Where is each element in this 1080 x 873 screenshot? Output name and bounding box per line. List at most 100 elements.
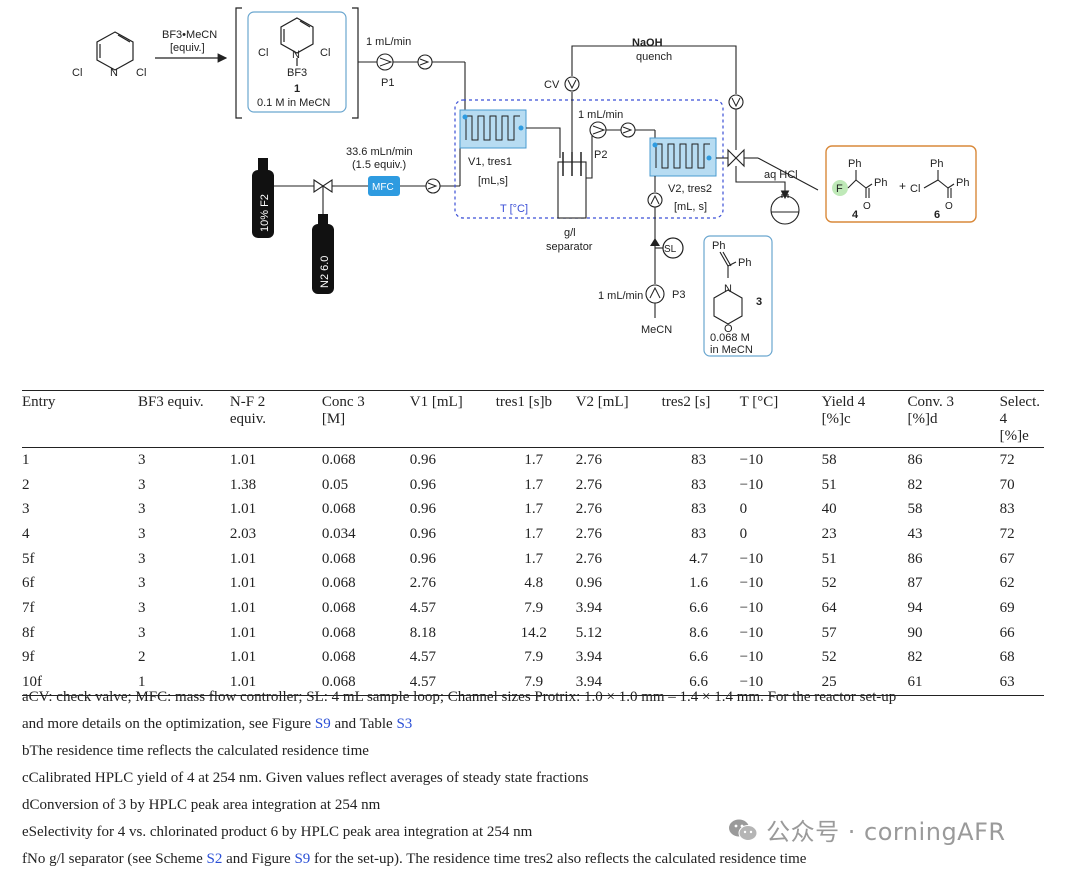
table-cell: 1.01 xyxy=(229,501,257,518)
reagent-equiv: [equiv.] xyxy=(170,42,205,54)
n2-cylinder xyxy=(312,224,334,294)
table-cell: 1.7 xyxy=(524,476,544,493)
aq-hcl-label: aq HCl xyxy=(764,169,798,181)
compound3-o: O xyxy=(724,323,733,335)
product6-ph-right: Ph xyxy=(956,177,969,189)
table-cell: 2.76 xyxy=(409,575,437,592)
table-cell: 58 xyxy=(821,451,837,468)
check-valve-2-icon xyxy=(620,122,636,138)
compound1-structure xyxy=(280,17,314,66)
pump-p3-label: P3 xyxy=(672,289,685,301)
product4-ph-right: Ph xyxy=(874,177,887,189)
table-cell: 5.12 xyxy=(575,624,602,641)
figure-s9-link-2[interactable]: S9 xyxy=(294,851,311,867)
table-cell: 58 xyxy=(907,501,923,518)
table-cell: 40 xyxy=(821,501,837,518)
pyridine-cl-left: Cl xyxy=(72,67,82,79)
gas-valve-icon xyxy=(313,178,333,194)
col-v2: V2 [mL] xyxy=(575,394,629,410)
pyridine-cl-right: Cl xyxy=(136,67,146,79)
flow-rate-mid: 1 mL/min xyxy=(578,109,623,121)
table-cell: 72 xyxy=(999,525,1015,542)
col-select: Select. 4[%]e xyxy=(999,394,1040,444)
table-cell: 6f xyxy=(22,575,35,592)
table-cell: 2.76 xyxy=(575,525,602,542)
table-cell: 3 xyxy=(137,550,146,567)
table-cell: 5f xyxy=(22,550,35,567)
table-s3-link[interactable]: S3 xyxy=(396,716,413,732)
mfc-box xyxy=(368,176,400,196)
mecn-label: MeCN xyxy=(641,324,672,336)
footnote-e: eSelectivity for 4 vs. chlorinated produ… xyxy=(22,824,533,840)
table-cell: 68 xyxy=(999,649,1015,666)
table-cell: −10 xyxy=(739,649,764,666)
compound1-conc: 0.1 M in MeCN xyxy=(257,97,330,109)
table-cell: 3 xyxy=(137,501,146,518)
table-cell: 7.9 xyxy=(524,674,544,691)
table-cell: 94 xyxy=(907,599,923,616)
footnote-a: aCV: check valve; MFC: mass flow control… xyxy=(22,689,897,705)
compound3-box xyxy=(703,235,773,357)
table-cell: 2.76 xyxy=(575,501,602,518)
temperature-label: T [°C] xyxy=(500,203,528,215)
table-cell: 1.7 xyxy=(524,525,544,542)
table-cell: 0 xyxy=(739,525,748,542)
table-cell: 14.2 xyxy=(520,624,547,641)
table-cell: 62 xyxy=(999,575,1015,592)
flow-rate-bottom: 1 mL/min xyxy=(598,290,643,302)
table-cell: 1.6 xyxy=(689,575,708,592)
table-cell: 0.96 xyxy=(409,550,437,567)
f2-cylinder xyxy=(252,170,274,238)
table-cell: 82 xyxy=(907,476,923,493)
table-cell: 52 xyxy=(821,575,837,592)
pump-p1-label: P1 xyxy=(381,77,394,89)
watermark-text: 公众号 · corningAFR xyxy=(766,818,1006,846)
footnotes: aCV: check valve; MFC: mass flow control… xyxy=(22,684,1052,873)
table-cell: 6.6 xyxy=(689,599,708,616)
product4-f: F xyxy=(836,183,843,195)
col-tres2: tres2 [s] xyxy=(661,394,711,410)
table-cell: 3 xyxy=(137,451,146,468)
table-cell: 70 xyxy=(999,476,1015,493)
table-cell: 1 xyxy=(137,674,146,691)
table-cell: 1.01 xyxy=(229,649,257,666)
table-cell: 52 xyxy=(821,649,837,666)
col-conv: Conv. 3[%]d xyxy=(907,394,955,427)
pump-p2-label: P2 xyxy=(594,149,607,161)
table-cell: 0 xyxy=(739,501,748,518)
table-cell: 3.94 xyxy=(575,599,602,616)
table-cell: 1.7 xyxy=(524,501,544,518)
quench-label-2: quench xyxy=(636,51,672,63)
table-cell: 0.068 xyxy=(321,624,356,641)
figure-s9-link[interactable]: S9 xyxy=(314,716,331,732)
table-cell: 23 xyxy=(821,525,837,542)
watermark: 公众号 · corningAFR xyxy=(728,812,1006,849)
table-cell: 83 xyxy=(691,525,707,542)
table-cell: 83 xyxy=(999,501,1015,518)
table-cell: 2.03 xyxy=(229,525,257,542)
col-tres1: tres1 [s]b xyxy=(495,394,552,410)
product-box xyxy=(825,145,977,223)
table-cell: −10 xyxy=(739,599,764,616)
compound3-structure xyxy=(713,251,743,325)
table-cell: 83 xyxy=(691,501,707,518)
flow-rate-top: 1 mL/min xyxy=(366,36,411,48)
table-cell: 0.96 xyxy=(409,476,437,493)
scheme-s2-link[interactable]: S2 xyxy=(206,851,223,867)
compound1-n: N xyxy=(292,49,300,61)
table-cell: 4.7 xyxy=(689,550,708,567)
table-cell: 3 xyxy=(137,624,146,641)
table-cell: 43 xyxy=(907,525,923,542)
compound3-number: 3 xyxy=(756,296,762,308)
compound3-n: N xyxy=(724,283,732,295)
collection-flask-icon xyxy=(770,194,800,225)
table-cell: 1.01 xyxy=(229,575,257,592)
